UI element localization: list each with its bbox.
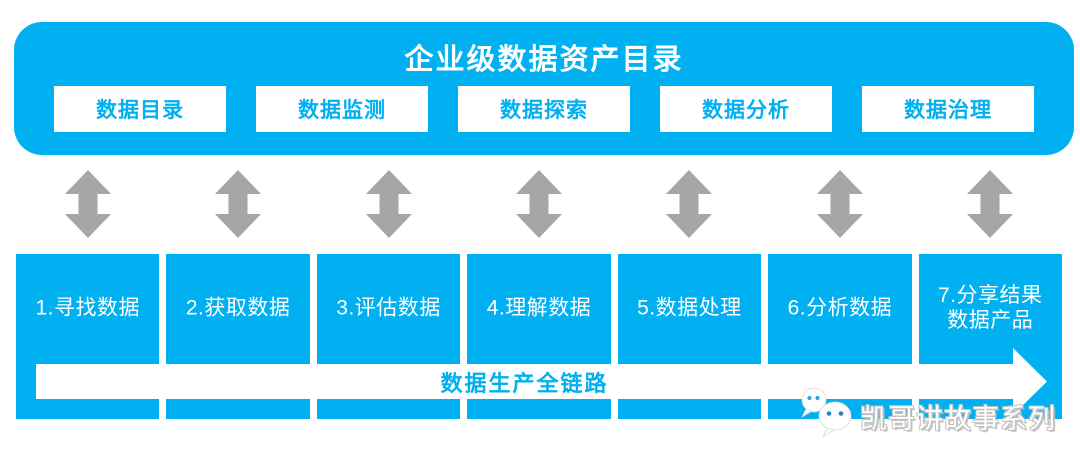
step-label: 1.寻找数据 <box>35 296 140 320</box>
module-box-data-exploration: 数据探索 <box>458 86 630 132</box>
module-box-data-catalog: 数据目录 <box>54 86 226 132</box>
step-label: 3.评估数据 <box>336 296 441 320</box>
module-row: 数据目录 数据监测 数据探索 数据分析 数据治理 <box>54 86 1034 132</box>
step-label: 2.获取数据 <box>185 296 291 320</box>
step-label: 4.理解数据 <box>486 296 592 320</box>
module-label: 数据分析 <box>702 99 790 122</box>
double-vertical-arrow-icon <box>467 170 610 238</box>
module-box-data-governance: 数据治理 <box>862 86 1034 132</box>
module-label: 数据监测 <box>298 99 386 122</box>
wechat-icon <box>801 387 852 439</box>
double-vertical-arrow-icon <box>317 170 460 238</box>
flow-arrow-label: 数据生产全链路 <box>440 370 609 396</box>
module-label: 数据目录 <box>96 99 184 122</box>
double-vertical-arrow-icon <box>166 170 309 238</box>
enterprise-catalog-banner: 企业级数据资产目录 数据目录 数据监测 数据探索 数据分析 数据治理 <box>14 22 1074 155</box>
double-vertical-arrow-icon <box>919 170 1062 238</box>
flow-arrow-shaft: 数据生产全链路 <box>36 364 1013 399</box>
step-label: 7.分享结果 数据产品 <box>919 283 1062 333</box>
double-vertical-arrow-icon <box>618 170 761 238</box>
banner-title: 企业级数据资产目录 <box>404 44 684 76</box>
step-label-line2: 数据产品 <box>947 309 1034 332</box>
watermark: 凯哥讲故事系列 <box>799 387 1056 439</box>
module-label: 数据探索 <box>500 99 588 122</box>
step-label: 5.数据处理 <box>637 296 742 320</box>
flow-arrowhead-icon <box>1013 348 1047 415</box>
connector-row <box>16 170 1062 238</box>
module-box-data-monitoring: 数据监测 <box>256 86 428 132</box>
watermark-text: 凯哥讲故事系列 <box>860 404 1056 434</box>
double-vertical-arrow-icon <box>768 170 911 238</box>
module-label: 数据治理 <box>904 99 992 122</box>
double-vertical-arrow-icon <box>16 170 159 238</box>
step-label: 6.分析数据 <box>787 296 893 320</box>
step-label-line1: 7.分享结果 <box>937 284 1043 307</box>
module-box-data-analysis: 数据分析 <box>660 86 832 132</box>
